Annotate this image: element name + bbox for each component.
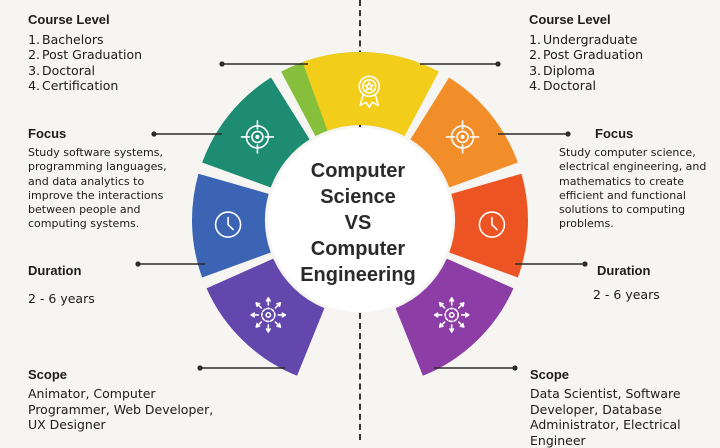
list-item: 1.Undergraduate	[529, 32, 643, 47]
text-line: Study computer science,	[559, 146, 696, 159]
target-icon	[240, 120, 275, 154]
leader-line	[420, 61, 501, 67]
text-line: Study software systems,	[28, 146, 163, 159]
list-number: 4.	[529, 78, 541, 94]
list-item: 3.Diploma	[529, 63, 643, 78]
ce-course-level-segment	[302, 52, 439, 137]
list-text: Post Graduation	[42, 47, 143, 63]
leader-line	[498, 131, 571, 137]
gear-network-icon	[433, 297, 470, 333]
leader-line	[434, 365, 518, 371]
text-line: and data analytics to	[28, 174, 145, 188]
text-line: Engineer	[530, 432, 586, 448]
segment-shape	[395, 258, 514, 376]
cs-scope-text: Animator, Computer Programmer, Web Devel…	[28, 386, 213, 433]
leader-line	[135, 261, 205, 267]
list-item: 1.Bachelors	[28, 32, 142, 47]
ce-duration-segment	[449, 173, 528, 278]
text-line: electrical engineering, and	[559, 160, 707, 174]
center-title-line: Science	[320, 186, 396, 208]
cs-course-level-heading: Course Level	[28, 12, 110, 27]
center-title: Computer Science VS Computer Engineering	[272, 158, 444, 288]
list-number: 1.	[529, 32, 541, 47]
list-number: 4.	[28, 78, 40, 94]
clock-icon	[214, 211, 242, 238]
ce-scope-text: Data Scientist, Software Developer, Data…	[530, 386, 681, 448]
list-item: 4.Doctoral	[529, 78, 643, 93]
center-title-line: Computer	[310, 160, 406, 182]
award-icon	[358, 75, 381, 109]
center-disc	[268, 128, 452, 312]
segment-shape	[449, 173, 528, 278]
list-item: 4.Certification	[28, 78, 142, 93]
center-title-line: Engineering	[300, 264, 416, 286]
clock-icon	[478, 211, 506, 238]
text-line: problems.	[559, 217, 614, 231]
text-line: Animator, Computer	[28, 386, 156, 401]
segment-shape	[302, 52, 439, 137]
gear-network-icon	[250, 297, 287, 333]
segment-shape	[192, 173, 271, 278]
cs-scope-segment	[206, 258, 325, 376]
text-line: improve the interactions	[28, 188, 164, 202]
ce-course-level-heading: Course Level	[529, 12, 611, 27]
text-line: computing systems.	[28, 217, 140, 231]
text-line: Developer, Database	[530, 401, 662, 417]
list-number: 2.	[28, 47, 40, 63]
list-item: 2.Post Graduation	[529, 47, 643, 62]
list-text: Undergraduate	[543, 32, 638, 47]
text-line: UX Designer	[28, 417, 106, 433]
cs-duration-segment	[192, 173, 271, 278]
text-line: Programmer, Web Developer,	[28, 401, 214, 417]
ce-scope-segment	[395, 258, 514, 376]
list-number: 2.	[529, 47, 541, 63]
cs-duration-heading: Duration	[28, 263, 82, 278]
ce-duration-value: 2 - 6 years	[593, 287, 660, 302]
text-line: Data Scientist, Software	[530, 386, 681, 401]
segment-shape	[206, 258, 325, 376]
segment-shape	[202, 77, 310, 188]
ce-focus-heading: Focus	[595, 126, 634, 141]
text-line: mathematics to create	[559, 174, 685, 188]
list-text: Doctoral	[42, 62, 95, 78]
cs-focus-text: Study software systems, programming lang…	[28, 146, 167, 232]
target-icon	[445, 120, 480, 154]
leader-line	[197, 365, 285, 371]
list-number: 3.	[28, 62, 40, 78]
text-line: between people and	[28, 203, 141, 217]
leader-line	[219, 61, 308, 67]
cs-focus-segment	[202, 77, 310, 188]
leader-line	[515, 261, 588, 267]
text-line: programming languages,	[28, 160, 167, 174]
ce-course-level-list: 1.Undergraduate 2.Post Graduation 3.Dipl…	[529, 32, 643, 94]
list-number: 3.	[529, 62, 541, 78]
cs-scope-heading: Scope	[28, 367, 68, 382]
list-number: 1.	[28, 32, 40, 47]
list-item: 3.Doctoral	[28, 63, 142, 78]
center-title-line: VS	[344, 212, 372, 234]
ce-duration-heading: Duration	[597, 263, 651, 278]
text-line: solutions to computing	[559, 203, 686, 217]
text-line: Administrator, Electrical	[530, 417, 681, 433]
list-text: Post Graduation	[543, 47, 644, 63]
cs-focus-heading: Focus	[28, 126, 67, 141]
list-text: Bachelors	[42, 32, 104, 47]
leader-line	[151, 131, 222, 137]
list-item: 2.Post Graduation	[28, 47, 142, 62]
list-text: Doctoral	[543, 78, 596, 94]
text-line: efficient and functional	[559, 188, 686, 202]
ce-scope-heading: Scope	[530, 367, 570, 382]
list-text: Certification	[42, 78, 119, 94]
ce-focus-text: Study computer science, electrical engin…	[559, 146, 706, 232]
center-title-line: Computer	[310, 238, 406, 260]
segment-shape	[410, 77, 518, 188]
cs-course-level-list: 1.Bachelors 2.Post Graduation 3.Doctoral…	[28, 32, 142, 94]
list-text: Diploma	[543, 62, 595, 78]
cs-duration-value: 2 - 6 years	[28, 291, 95, 306]
ce-focus-segment	[410, 77, 518, 188]
